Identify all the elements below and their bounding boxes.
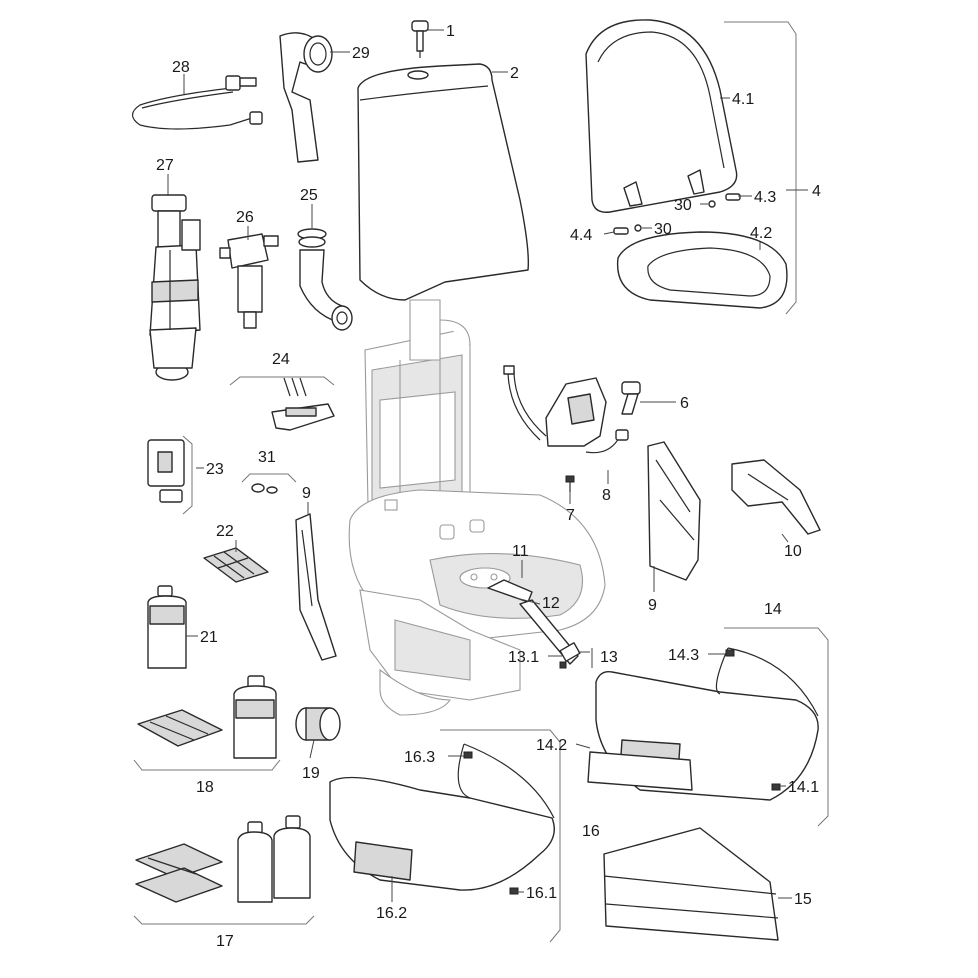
part-31-clips <box>241 473 297 494</box>
label-14: 14 <box>764 601 782 618</box>
part-10-support <box>731 459 821 535</box>
label-9-left: 9 <box>302 485 311 502</box>
label-27: 27 <box>156 157 174 174</box>
label-18: 18 <box>196 779 214 796</box>
part-15-tray <box>603 827 779 941</box>
label-25: 25 <box>300 187 318 204</box>
label-26: 26 <box>236 209 254 226</box>
part-7-screw <box>565 475 575 492</box>
label-13: 13 <box>600 649 618 666</box>
part-4-1-lid <box>585 19 738 213</box>
label-16: 16 <box>582 823 600 840</box>
leader-lines <box>167 29 808 902</box>
label-6: 6 <box>680 395 689 412</box>
label-9-right: 9 <box>648 597 657 614</box>
part-9-right-panel <box>647 441 701 581</box>
label-16-2: 16.2 <box>376 905 407 922</box>
label-30-lower: 30 <box>654 221 672 238</box>
part-6-connector <box>621 381 641 415</box>
label-7: 7 <box>566 507 575 524</box>
part-27-fill-valve <box>149 194 201 381</box>
label-23: 23 <box>206 461 224 478</box>
label-2: 2 <box>510 65 519 82</box>
label-17: 17 <box>216 933 234 950</box>
part-25-drain-bend <box>297 228 353 331</box>
label-10: 10 <box>784 543 802 560</box>
part-16-front-cover <box>329 729 561 943</box>
label-4-4: 4.4 <box>570 227 592 244</box>
part-17-filter-kit <box>133 815 315 925</box>
label-21: 21 <box>200 629 218 646</box>
label-31: 31 <box>258 449 276 466</box>
label-1: 1 <box>446 23 455 40</box>
part-8-pump-assembly <box>503 365 629 454</box>
part-19-cartridge <box>295 707 341 741</box>
bracket-4 <box>724 21 797 315</box>
label-24: 24 <box>272 351 290 368</box>
part-9-side-panel <box>295 513 337 661</box>
part-29-drain-elbow <box>279 32 333 163</box>
label-16-1: 16.1 <box>526 885 557 902</box>
part-4-2-seat-ring <box>616 231 788 309</box>
part-18-filter-kit <box>133 675 281 771</box>
part-2-cistern-cover <box>357 63 529 301</box>
label-4-3: 4.3 <box>754 189 776 206</box>
label-4: 4 <box>812 183 821 200</box>
label-4-1: 4.1 <box>732 91 754 108</box>
label-13-1: 13.1 <box>508 649 539 666</box>
part-14-side-cover <box>587 627 829 827</box>
label-4-2: 4.2 <box>750 225 772 242</box>
label-29: 29 <box>352 45 370 62</box>
label-28: 28 <box>172 59 190 76</box>
part-23-bracket <box>147 435 193 515</box>
part-24-control-module <box>229 376 335 431</box>
part-22-filter <box>203 547 269 583</box>
label-19: 19 <box>302 765 320 782</box>
part-26-valve <box>219 233 279 329</box>
part-1-flush-button <box>411 20 429 58</box>
label-22: 22 <box>216 523 234 540</box>
hinge-pins <box>613 193 741 235</box>
label-30-upper: 30 <box>674 197 692 214</box>
label-15: 15 <box>794 891 812 908</box>
label-8: 8 <box>602 487 611 504</box>
label-14-2: 14.2 <box>536 737 567 754</box>
label-14-1: 14.1 <box>788 779 819 796</box>
callout-labels: 1 2 29 28 27 26 25 24 23 31 9 22 21 18 1… <box>156 23 821 950</box>
toilet-body-assembly <box>348 299 606 716</box>
part-21-bottle <box>147 585 187 669</box>
label-12: 12 <box>542 595 560 612</box>
part-28-hose <box>131 75 263 130</box>
label-11: 11 <box>512 543 529 560</box>
label-14-3: 14.3 <box>668 647 699 664</box>
label-16-3: 16.3 <box>404 749 435 766</box>
